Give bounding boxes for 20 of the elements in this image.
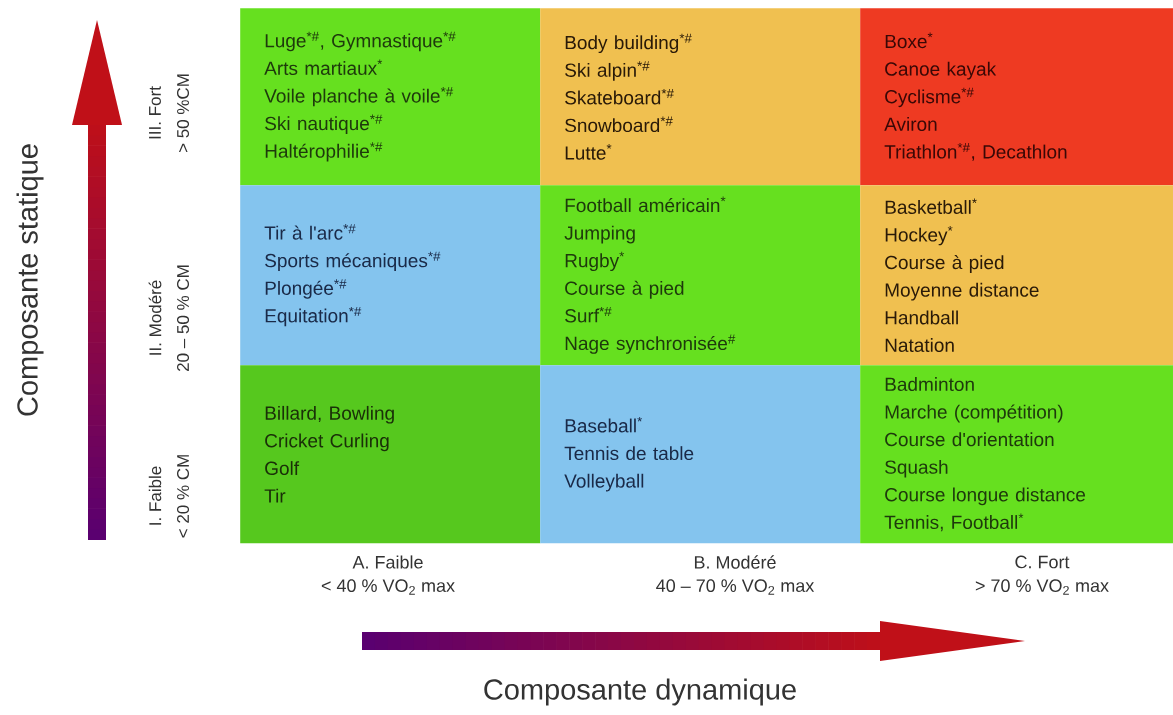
axis-title: Composante dynamique	[484, 678, 796, 706]
sport-cell: Boxe$^{*}$ Canoe kayak Cyclisme$^{*#}$ Aviron Triathlon$^{*#}$, Decathlon	[860, 8, 1173, 186]
row-label: > 50 %CM	[177, 74, 190, 153]
sport-cell: Body building$^{*#}$ Ski alpin$^{*#}$ Skateboard$^{*#}$ Snowboard$^{*#}$ Lutte$^{*}$	[540, 8, 861, 186]
sport-cell: Billard, Bowling Cricket Curling Golf Tir	[240, 365, 541, 544]
column-label: < 40 % VO$_{2}$ max	[321, 579, 455, 595]
sport-cell: Baseball$^{*}$ Tennis de table Volleyball	[540, 365, 861, 544]
sport-cell: Basketball$^{*}$ Hockey$^{*}$ Course à pied Moyenne distance Handball Natation	[860, 185, 1173, 366]
axis-title: Composante statique	[16, 144, 44, 416]
sport-cell: Luge$^{*#}$, Gymnastique$^{*#}$ Arts martiaux$^{*}$ Voile planche à voile$^{*#}$ Ski nautique$^{*#}$ Haltérophilie$^{*#}$	[240, 8, 541, 186]
column-label: 40 – 70 % VO$_{2}$ max	[656, 579, 815, 595]
sport-cell: Tir à l'arc$^{*#}$ Sports mécaniques$^{*#}$ Plongée$^{*#}$ Equitation$^{*#}$	[240, 185, 541, 366]
row-label: III. Fort	[149, 86, 161, 139]
row-label: II. Modéré	[148, 280, 162, 355]
sport-cell: Football américain$^{*}$ Jumping Rugby$^{*}$ Course à pied Surf$^{*#}$ Nage synchronisée$^{#}$	[540, 185, 861, 366]
row-label: < 20 % CM	[177, 455, 190, 538]
row-label: 20 – 50 % CM	[177, 265, 190, 371]
column-label: > 70 % VO$_{2}$ max	[975, 579, 1109, 595]
row-label: I. Faible	[148, 466, 162, 525]
sport-cell: Badminton Marche (compétition) Course d'orientation Squash Course longue distance Tennis, Football$^{*}$	[860, 365, 1173, 544]
